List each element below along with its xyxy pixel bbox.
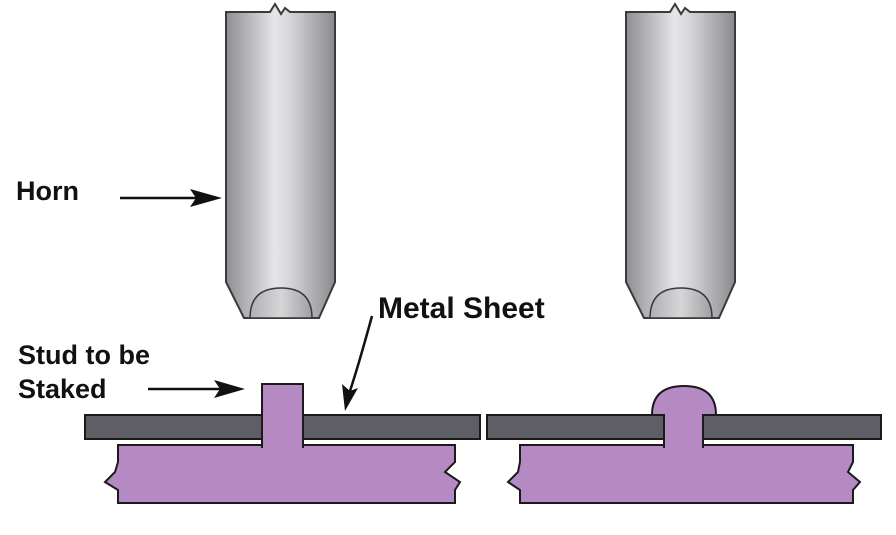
horn-left xyxy=(225,2,336,319)
metal-sheet-left xyxy=(84,414,481,440)
horn-label: Horn xyxy=(16,176,79,206)
stud-label-line1: Stud to be xyxy=(18,340,150,370)
metal-sheet-label: Metal Sheet xyxy=(378,292,545,325)
metal-sheet-right xyxy=(486,414,882,440)
stud-arrow xyxy=(148,380,245,398)
stud-label-line2: Staked xyxy=(18,374,107,404)
metal-sheet-arrow xyxy=(342,315,374,411)
plastic-part-right xyxy=(506,384,862,504)
horn-right xyxy=(625,2,736,319)
plastic-part-left xyxy=(103,383,462,504)
horn-arrow xyxy=(120,189,222,207)
